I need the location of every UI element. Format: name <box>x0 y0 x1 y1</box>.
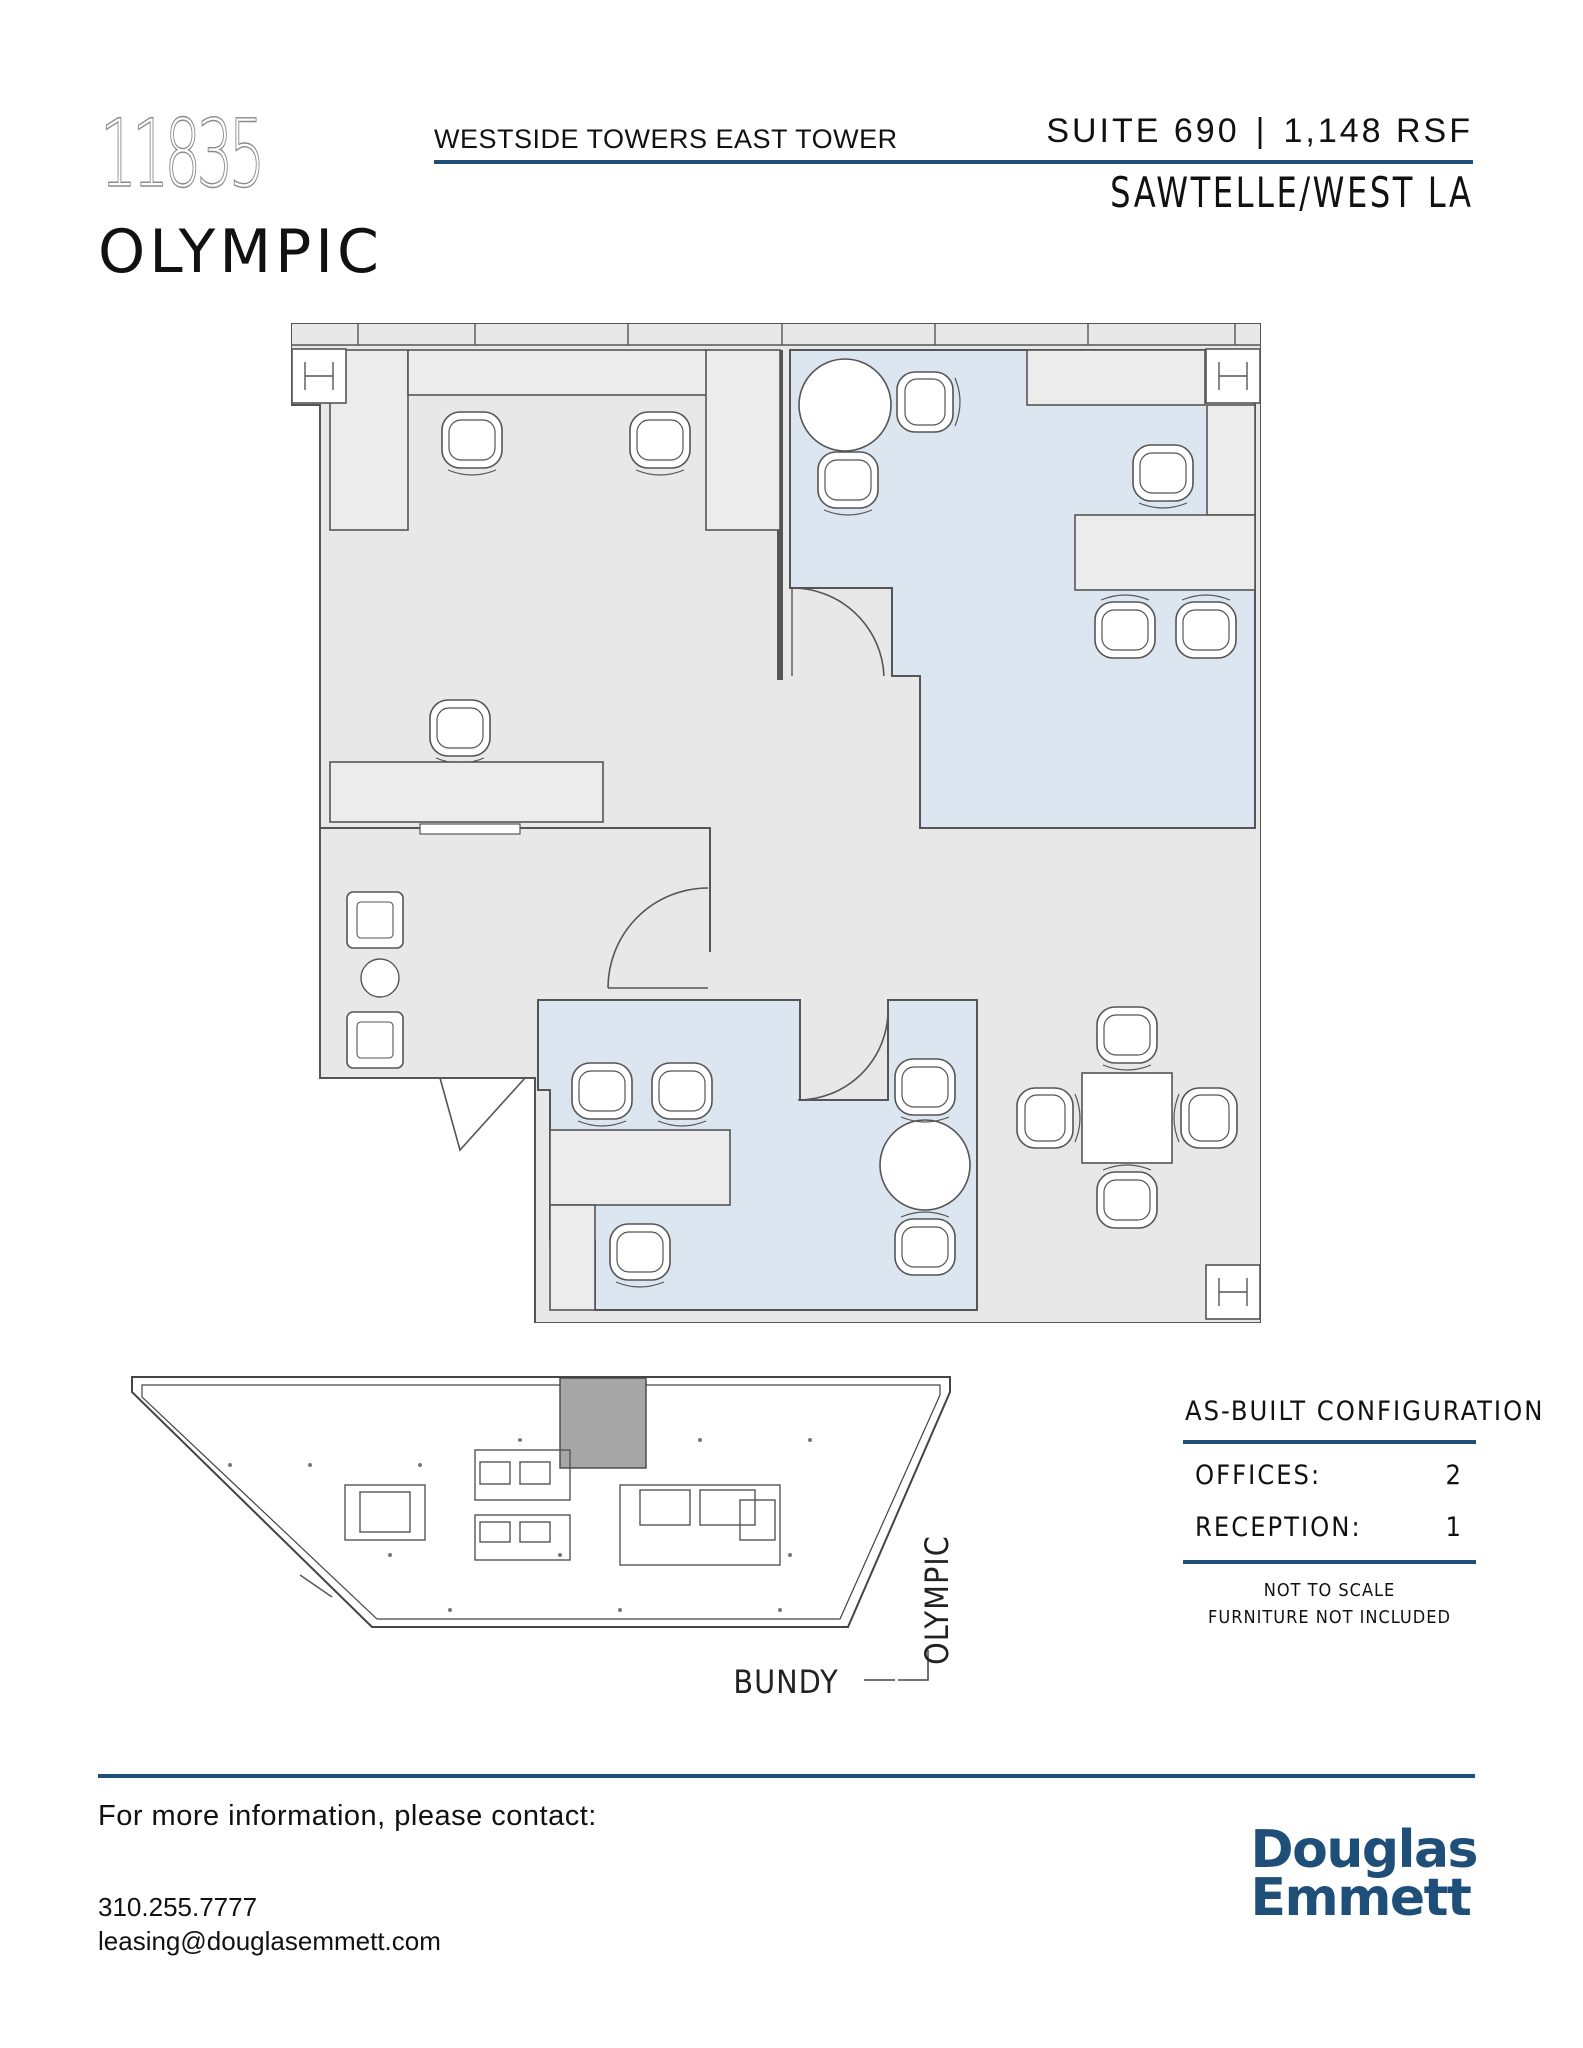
config-row-reception: RECEPTION: 1 <box>1195 1512 1463 1543</box>
note-not-to-scale: NOT TO SCALE <box>1263 1580 1396 1601</box>
config-row-offices: OFFICES: 2 <box>1195 1460 1463 1491</box>
config-label: OFFICES: <box>1195 1460 1322 1491</box>
note-furniture: FURNITURE NOT INCLUDED <box>1208 1607 1451 1628</box>
suite-separator: | <box>1255 112 1268 150</box>
logo-line-1: Douglas <box>1250 1820 1479 1880</box>
suite-info: SUITE 690 | 1,148 RSF <box>1046 112 1473 151</box>
contact-email[interactable]: leasing@douglasemmett.com <box>98 1926 441 1956</box>
logo-line-2: Emmett <box>1250 1868 1472 1928</box>
suite-rsf: 1,148 RSF <box>1283 112 1473 150</box>
address-street: OLYMPIC <box>98 217 383 287</box>
contact-phone[interactable]: 310.255.7777 <box>98 1892 258 1922</box>
config-label: RECEPTION: <box>1195 1512 1362 1543</box>
street-label-bundy: BUNDY <box>733 1663 838 1701</box>
street-label-olympic: OLYMPIC <box>918 1535 956 1665</box>
header-rule <box>434 160 1473 164</box>
douglas-emmett-logo: Douglas Emmett <box>1250 1820 1479 1928</box>
suite-floor-plan <box>291 323 1261 1323</box>
configuration-rule-top <box>1183 1440 1476 1444</box>
building-key-map: OLYMPIC BUNDY <box>131 1376 956 1701</box>
config-value: 2 <box>1445 1460 1463 1491</box>
building-name: WESTSIDE TOWERS EAST TOWER <box>434 124 898 154</box>
configuration-rule-bottom <box>1183 1560 1476 1564</box>
contact-heading: For more information, please contact: <box>98 1800 597 1832</box>
address-number: 11835 <box>100 100 266 209</box>
config-value: 1 <box>1445 1512 1463 1543</box>
configuration-title: AS-BUILT CONFIGURATION <box>1185 1396 1545 1427</box>
submarket-area: SAWTELLE/WEST LA <box>1109 168 1473 217</box>
suite-number: SUITE 690 <box>1046 112 1240 150</box>
footer-rule <box>98 1774 1475 1778</box>
